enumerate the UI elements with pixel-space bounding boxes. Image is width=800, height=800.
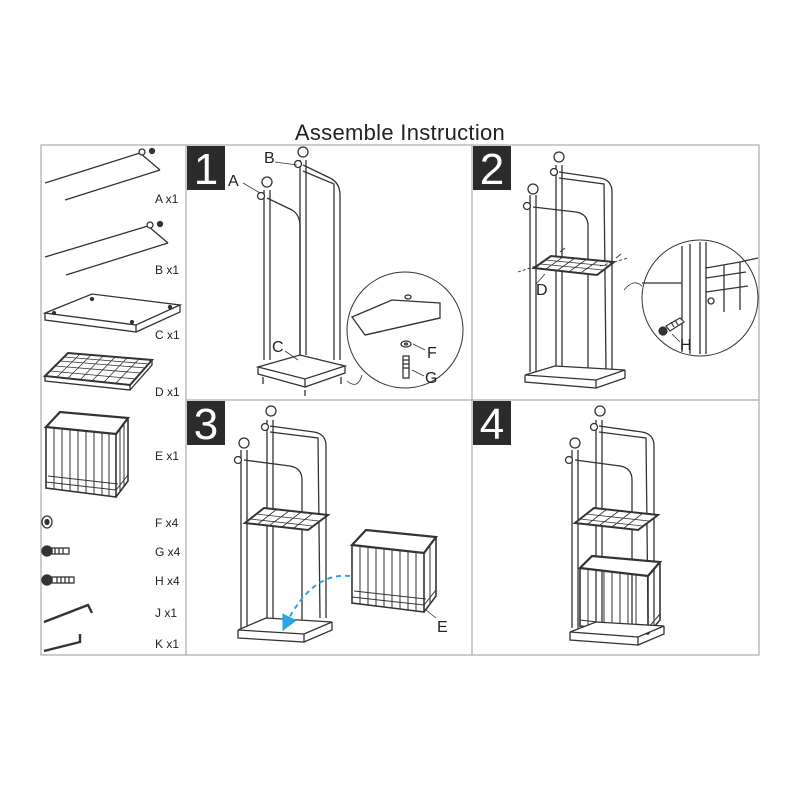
part-e-drawing bbox=[43, 410, 131, 498]
step-4-drawing bbox=[564, 405, 665, 646]
part-label-h: H x4 bbox=[155, 574, 180, 588]
part-label-e: E x1 bbox=[155, 449, 179, 463]
part-j-drawing bbox=[43, 603, 94, 624]
step-4: 4 bbox=[473, 400, 665, 646]
step-2-number-box bbox=[473, 146, 511, 190]
step-3-callout-e: E bbox=[437, 619, 448, 636]
step-3-move-arrow bbox=[282, 574, 351, 632]
step-1-number: 1 bbox=[194, 145, 218, 194]
step-2-callout-d: D bbox=[536, 282, 548, 299]
step-1-number-box bbox=[187, 146, 225, 190]
step-1-callout-b: B bbox=[264, 150, 275, 167]
part-label-d: D x1 bbox=[155, 385, 180, 399]
step-4-number: 4 bbox=[480, 400, 504, 449]
frames bbox=[40, 144, 760, 656]
step-3-number: 3 bbox=[194, 400, 218, 449]
step-4-number-box bbox=[473, 401, 511, 445]
part-d-drawing bbox=[42, 351, 155, 391]
part-g-drawing bbox=[41, 545, 70, 557]
step-2-callout-h: H bbox=[680, 337, 692, 354]
step-2-number: 2 bbox=[480, 145, 504, 194]
part-label-f: F x4 bbox=[155, 516, 179, 530]
part-label-k: K x1 bbox=[155, 637, 179, 651]
step-3: 3 bbox=[187, 400, 448, 643]
page-title: Assemble Instruction bbox=[294, 120, 506, 145]
step-1-callout-a: A bbox=[228, 173, 239, 190]
part-a-drawing bbox=[44, 147, 161, 201]
part-label-a: A x1 bbox=[155, 192, 179, 206]
step-1-callout-g: G bbox=[425, 370, 437, 387]
part-k-drawing bbox=[43, 634, 82, 653]
step-2: 2 bbox=[473, 145, 759, 389]
step-1-callout-f: F bbox=[427, 345, 437, 362]
step-1: 1 bbox=[187, 145, 464, 396]
part-label-j: J x1 bbox=[155, 606, 177, 620]
step-1-callout-c: C bbox=[272, 339, 284, 356]
part-label-g: G x4 bbox=[155, 545, 181, 559]
step-3-drawing bbox=[233, 405, 439, 643]
part-label-b: B x1 bbox=[155, 263, 179, 277]
step-1-drawing bbox=[242, 146, 464, 396]
part-f-drawing bbox=[41, 515, 53, 529]
parts-list bbox=[41, 147, 183, 653]
part-label-c: C x1 bbox=[155, 328, 180, 342]
part-c-drawing bbox=[42, 293, 183, 333]
step-3-number-box bbox=[187, 401, 225, 445]
part-labels: A x1 B x1 C x1 D x1 E x1 F x4 G x4 H x4 … bbox=[155, 192, 181, 651]
step-2-drawing bbox=[517, 151, 759, 389]
part-h-drawing bbox=[41, 574, 75, 586]
part-b-drawing bbox=[44, 220, 169, 276]
